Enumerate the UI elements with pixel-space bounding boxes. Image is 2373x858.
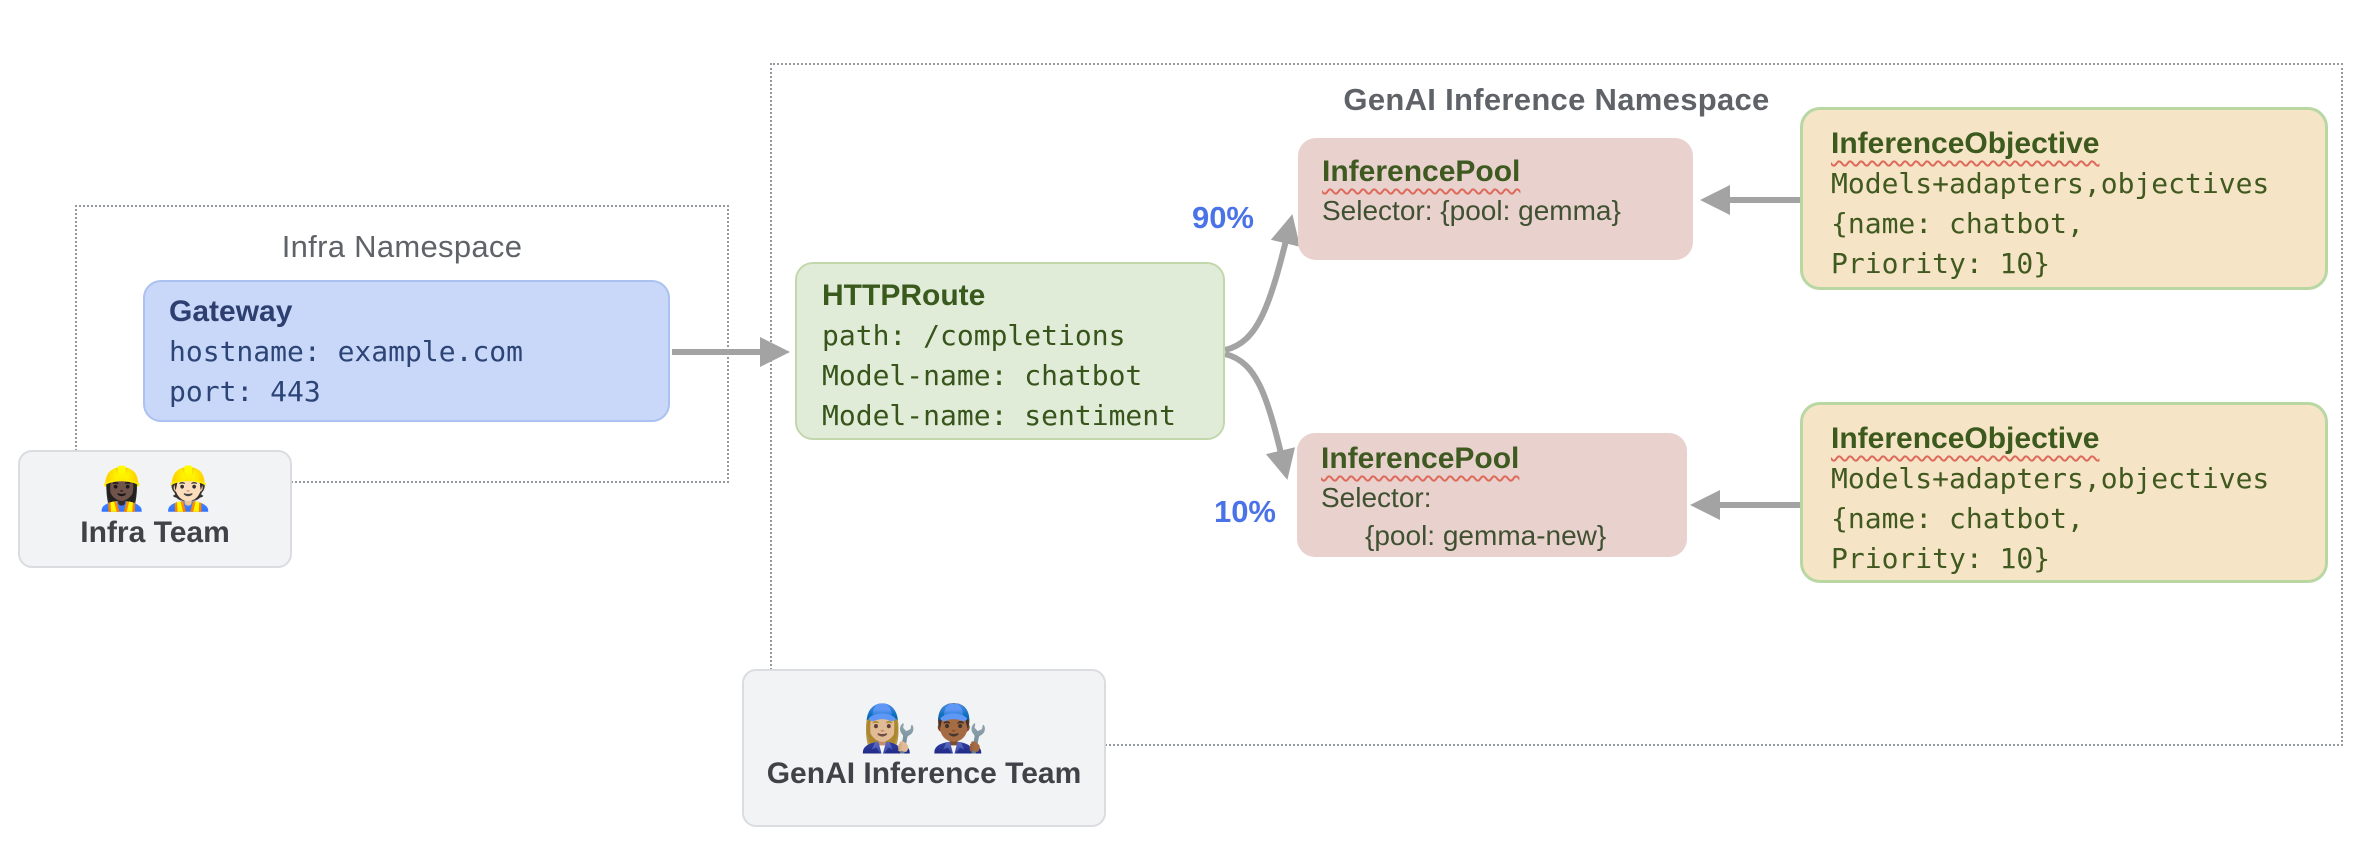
infra-team-emoji-row: 👷🏿‍♀️ 👷🏻 [96,468,215,510]
inference-objective-top-box: InferenceObjective Models+adapters,objec… [1800,107,2328,290]
gateway-hostname-line: hostname: example.com [169,335,524,368]
inference-objective-bottom-priority-line: Priority: 10} [1831,542,2051,575]
httproute-model-sentiment-line: Model-name: sentiment [822,399,1177,432]
httproute-path-line: path: /completions [822,319,1126,352]
inference-pool-bottom-selector-value-line: {pool: gemma-new} [1365,520,1607,551]
construction-worker-man-emoji-icon: 👷🏻 [162,465,215,512]
gateway-title: Gateway [169,295,293,328]
traffic-weight-10-label: 10% [1213,494,1276,529]
mechanic-woman-emoji-icon: 👩🏼‍🔧 [859,702,917,754]
infra-team-card: 👷🏿‍♀️ 👷🏻 Infra Team [18,450,292,568]
inference-objective-bottom-title: InferenceObjective [1831,422,2100,455]
genai-inference-namespace-box: GenAI Inference Namespace [770,63,2343,746]
httproute-model-chatbot-line: Model-name: chatbot [822,359,1143,392]
inference-pool-bottom-selector-line: Selector: [1321,482,1432,513]
inference-pool-top-title: InferencePool [1322,155,1521,188]
construction-worker-woman-emoji-icon: 👷🏿‍♀️ [95,465,148,512]
inference-pool-bottom-box: InferencePool Selector: {pool: gemma-new… [1297,433,1687,557]
traffic-weight-90-label: 90% [1191,200,1254,235]
genai-inference-team-card: 👩🏼‍🔧 👨🏾‍🔧 GenAI Inference Team [742,669,1106,827]
genai-team-emoji-row: 👩🏼‍🔧 👨🏾‍🔧 [860,705,989,751]
gateway-port-line: port: 443 [169,375,321,408]
inference-objective-top-title: InferenceObjective [1831,127,2100,160]
infra-namespace-label: Infra Namespace [281,229,523,264]
inference-pool-bottom-title: InferencePool [1321,442,1520,475]
httproute-title: HTTPRoute [822,279,986,312]
mechanic-man-emoji-icon: 👨🏾‍🔧 [931,702,989,754]
inference-objective-top-models-line: Models+adapters,objectives [1831,167,2270,200]
httproute-box: HTTPRoute path: /completions Model-name:… [795,262,1225,440]
inference-objective-bottom-box: InferenceObjective Models+adapters,objec… [1800,402,2328,583]
genai-inference-namespace-label: GenAI Inference Namespace [1343,82,1770,117]
inference-objective-top-name-line: {name: chatbot, [1831,207,2084,240]
infra-team-label: Infra Team [80,516,230,549]
infra-namespace-box: Infra Namespace [75,205,729,483]
genai-inference-team-label: GenAI Inference Team [766,757,1082,790]
inference-objective-bottom-name-line: {name: chatbot, [1831,502,2084,535]
gateway-box: Gateway hostname: example.com port: 443 [143,280,670,422]
inference-pool-top-box: InferencePool Selector: {pool: gemma} [1298,138,1693,260]
inference-pool-top-selector-line: Selector: {pool: gemma} [1322,195,1621,226]
inference-objective-bottom-models-line: Models+adapters,objectives [1831,462,2270,495]
inference-objective-top-priority-line: Priority: 10} [1831,247,2051,280]
